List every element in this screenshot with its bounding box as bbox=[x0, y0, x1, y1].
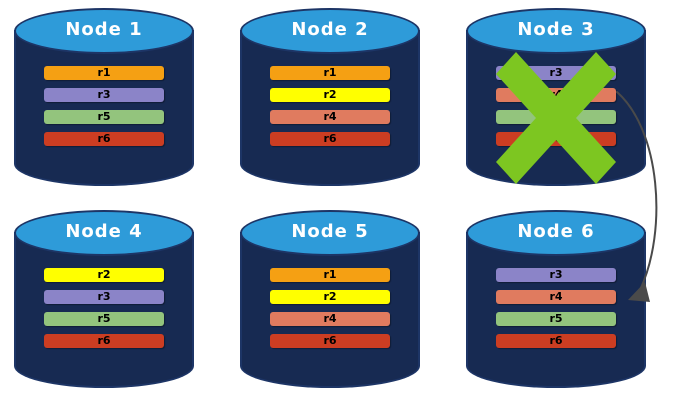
node-title-4: Node 4 bbox=[65, 221, 143, 242]
replica-bar[interactable]: r3 bbox=[44, 88, 164, 102]
node-cylinder-5[interactable]: Node 5 r1 r2 r4 r6 bbox=[240, 210, 420, 388]
replica-bar[interactable]: r4 bbox=[270, 312, 390, 326]
replica-bar[interactable]: r4 bbox=[496, 290, 616, 304]
cylinder-bottom-1 bbox=[14, 142, 194, 186]
node-title-2: Node 2 bbox=[291, 19, 369, 40]
replica-bar[interactable]: r6 bbox=[44, 132, 164, 146]
cylinder-top-2 bbox=[240, 8, 420, 54]
replica-bar[interactable]: r3 bbox=[44, 290, 164, 304]
node-cylinder-3[interactable]: Node 3 r3 r4 r5 r6 bbox=[466, 8, 646, 186]
replica-bar[interactable]: r2 bbox=[44, 268, 164, 282]
replica-bar[interactable]: r2 bbox=[270, 290, 390, 304]
node-title-3: Node 3 bbox=[517, 19, 595, 40]
cylinder-top-5 bbox=[240, 210, 420, 256]
replica-bar[interactable]: r6 bbox=[270, 334, 390, 348]
cylinder-top-4 bbox=[14, 210, 194, 256]
replica-list-2: r1 r2 r4 r6 bbox=[270, 66, 390, 146]
cylinder-bottom-4 bbox=[14, 344, 194, 388]
replica-bar[interactable]: r6 bbox=[44, 334, 164, 348]
replica-list-1: r1 r3 r5 r6 bbox=[44, 66, 164, 146]
node-title-6: Node 6 bbox=[517, 221, 595, 242]
cylinder-top-1 bbox=[14, 8, 194, 54]
replica-bar[interactable]: r3 bbox=[496, 66, 616, 80]
cylinder-bottom-6 bbox=[466, 344, 646, 388]
replica-bar[interactable]: r5 bbox=[44, 110, 164, 124]
replica-bar[interactable]: r6 bbox=[270, 132, 390, 146]
replica-bar[interactable]: r6 bbox=[496, 132, 616, 146]
replica-bar[interactable]: r5 bbox=[496, 110, 616, 124]
replica-bar[interactable]: r5 bbox=[44, 312, 164, 326]
replica-bar[interactable]: r1 bbox=[270, 66, 390, 80]
node-cylinder-4[interactable]: Node 4 r2 r3 r5 r6 bbox=[14, 210, 194, 388]
node-cylinder-6[interactable]: Node 6 r3 r4 r5 r6 bbox=[466, 210, 646, 388]
replica-list-4: r2 r3 r5 r6 bbox=[44, 268, 164, 348]
replica-bar[interactable]: r4 bbox=[496, 88, 616, 102]
replica-bar[interactable]: r5 bbox=[496, 312, 616, 326]
replica-list-3: r3 r4 r5 r6 bbox=[496, 66, 616, 146]
node-title-1: Node 1 bbox=[65, 19, 143, 40]
replica-bar[interactable]: r2 bbox=[270, 88, 390, 102]
node-title-5: Node 5 bbox=[291, 221, 369, 242]
cylinder-bottom-5 bbox=[240, 344, 420, 388]
cylinder-bottom-3 bbox=[466, 142, 646, 186]
node-cylinder-1[interactable]: Node 1 r1 r3 r5 r6 bbox=[14, 8, 194, 186]
replica-bar[interactable]: r1 bbox=[44, 66, 164, 80]
replica-list-5: r1 r2 r4 r6 bbox=[270, 268, 390, 348]
replica-bar[interactable]: r3 bbox=[496, 268, 616, 282]
node-cylinder-2[interactable]: Node 2 r1 r2 r4 r6 bbox=[240, 8, 420, 186]
replica-bar[interactable]: r4 bbox=[270, 110, 390, 124]
replica-bar[interactable]: r1 bbox=[270, 268, 390, 282]
replica-list-6: r3 r4 r5 r6 bbox=[496, 268, 616, 348]
replica-bar[interactable]: r6 bbox=[496, 334, 616, 348]
cylinder-bottom-2 bbox=[240, 142, 420, 186]
